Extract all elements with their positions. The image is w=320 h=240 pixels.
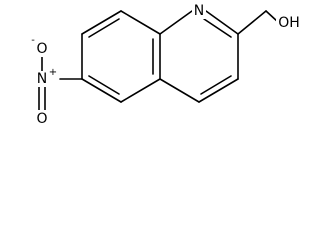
bond-n1-c2-inner xyxy=(203,18,232,38)
ring-nitrogen-backdrop xyxy=(192,3,206,19)
bond-layer xyxy=(38,10,279,111)
ring-nitrogen-label: N xyxy=(194,3,204,19)
nitro-oxygen-lower-label: O xyxy=(36,111,47,127)
bond-c8-c7 xyxy=(81,10,122,35)
bond-c8a-c8 xyxy=(120,10,161,35)
nitro-oxygen-upper-backdrop xyxy=(34,41,50,57)
bond-c3-c4 xyxy=(198,78,239,103)
bond-c6-c5 xyxy=(81,78,122,103)
bond-c4-c4a xyxy=(159,78,200,103)
nitro-oxygen-lower-backdrop xyxy=(34,110,50,128)
nitro-nitrogen-backdrop xyxy=(34,71,50,87)
bond-c3-c4-inner xyxy=(200,75,232,95)
nitro-oxygen-upper-charge: - xyxy=(31,35,35,46)
bond-c5-c4a xyxy=(120,78,161,103)
atom-label-layer: N OH N + O - O xyxy=(31,3,302,128)
hydroxyl-label: OH xyxy=(278,15,300,31)
nitro-oxygen-upper-label: O xyxy=(36,41,47,57)
nitro-nitrogen-charge: + xyxy=(49,67,57,78)
hydroxyl-backdrop xyxy=(276,14,302,32)
chemical-structure-diagram: N OH N + O - O xyxy=(31,3,302,128)
bond-n1-c2 xyxy=(205,10,239,35)
bond-c2-ch2 xyxy=(237,10,267,35)
bond-c6-c5-inner xyxy=(88,75,120,95)
bond-c8a-n1 xyxy=(159,10,193,35)
nitro-nitrogen-label: N xyxy=(37,71,47,87)
bond-c8-c7-inner xyxy=(88,18,120,38)
